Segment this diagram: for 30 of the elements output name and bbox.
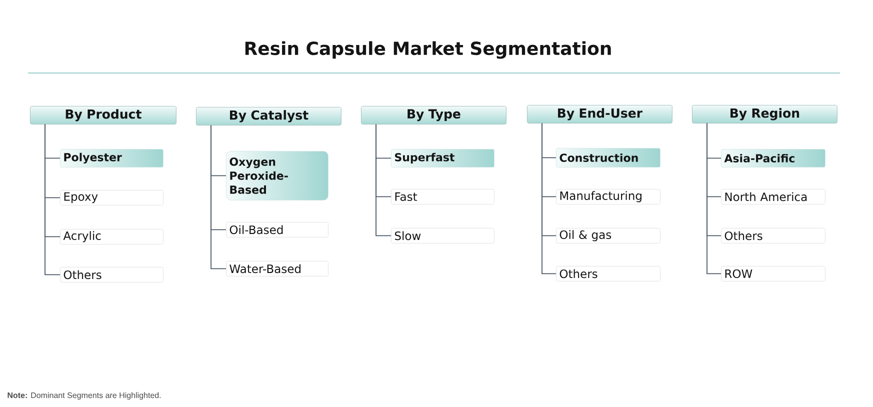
segment-box: Acrylic [60,229,164,244]
category-box: By Type [361,106,506,124]
connector-line [210,124,226,270]
highlighted-segment-box: Asia-Pacific [721,149,826,168]
segment-box: Oil & gas [556,228,660,244]
segment-box: Manufacturing [556,189,660,204]
connector-line [706,122,722,274]
highlighted-segment-box: Superfast [391,149,494,168]
category-box: By Product [30,106,176,124]
segment-box: Others [556,266,660,282]
highlighted-segment-box: Polyester [60,149,164,168]
category-box: By Catalyst [196,107,342,126]
segment-box: Others [60,267,164,282]
segment-box: Slow [391,228,494,244]
segment-box: ROW [721,266,826,282]
segment-box: Water-Based [226,261,328,276]
segment-box: Others [721,228,826,244]
highlighted-segment-box: Construction [556,148,660,168]
category-box: By End-User [527,105,672,124]
connector-line [44,124,60,276]
segment-box: Fast [391,189,494,204]
segment-box: Oil-Based [226,222,328,238]
note: Note: Dominant Segments are Highlighted. [8,392,161,400]
segment-box: Epoxy [60,190,164,206]
highlighted-segment-box: Oxygen Peroxide-Based [226,151,328,200]
segment-box: North America [721,189,826,204]
category-box: By Region [692,105,838,124]
connector-line [376,124,392,236]
title: Resin Capsule Market Segmentation [245,41,611,59]
connector-line [542,122,556,274]
